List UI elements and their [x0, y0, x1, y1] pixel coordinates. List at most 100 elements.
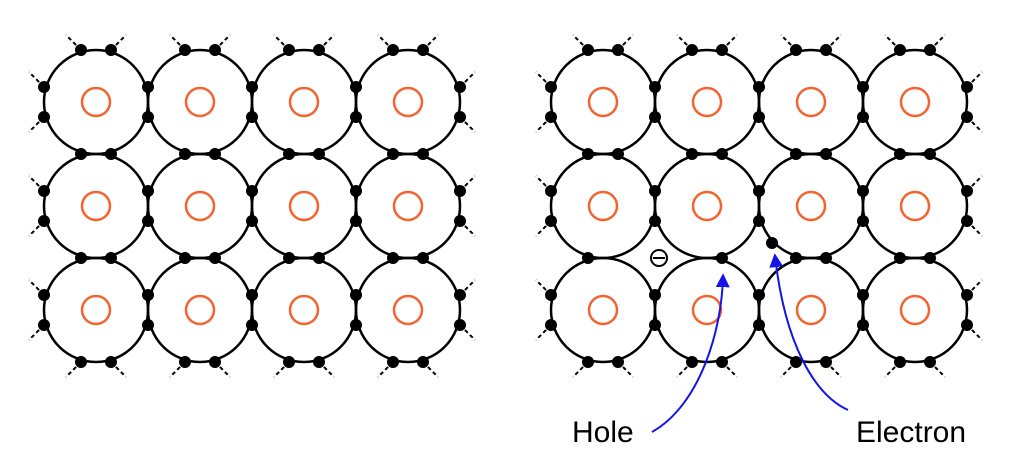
valence-electron	[961, 319, 973, 331]
valence-electron	[716, 148, 728, 160]
valence-electron	[283, 44, 295, 56]
valence-electron	[649, 81, 661, 93]
valence-electron	[790, 252, 802, 264]
valence-electron	[105, 148, 117, 160]
valence-electron	[105, 252, 117, 264]
valence-electron	[142, 289, 154, 301]
valence-electron	[894, 148, 906, 160]
valence-electron	[38, 111, 50, 123]
valence-electron	[142, 215, 154, 227]
valence-electron	[179, 356, 191, 368]
valence-electron	[246, 81, 258, 93]
hole-label: Hole	[572, 416, 634, 449]
covalent-bond-ring	[757, 48, 865, 156]
valence-electron	[142, 319, 154, 331]
covalent-bond-ring	[861, 48, 969, 156]
valence-electron	[649, 185, 661, 197]
valence-electron	[387, 44, 399, 56]
valence-electron	[894, 356, 906, 368]
valence-electron	[350, 111, 362, 123]
covalent-bond-ring	[549, 256, 657, 364]
covalent-bond-ring	[42, 152, 150, 260]
valence-electron	[417, 356, 429, 368]
valence-electron	[545, 185, 557, 197]
covalent-bond-ring	[250, 256, 358, 364]
valence-electron	[350, 185, 362, 197]
atom-nucleus	[795, 190, 827, 222]
valence-electron	[246, 215, 258, 227]
valence-electron	[387, 148, 399, 160]
valence-electron	[38, 81, 50, 93]
valence-electron	[857, 319, 869, 331]
valence-electron	[961, 215, 973, 227]
valence-electron	[753, 319, 765, 331]
covalent-bond-ring	[861, 256, 969, 364]
covalent-bond-ring	[146, 152, 254, 260]
covalent-bond-ring	[250, 152, 358, 260]
valence-electron	[179, 252, 191, 264]
valence-electron	[246, 289, 258, 301]
valence-electron	[454, 215, 466, 227]
valence-electron	[961, 81, 973, 93]
valence-electron	[894, 44, 906, 56]
valence-electron	[105, 356, 117, 368]
covalent-bond-ring	[757, 256, 865, 364]
valence-electron	[313, 356, 325, 368]
valence-electron	[105, 44, 117, 56]
valence-electron	[790, 356, 802, 368]
valence-electron	[246, 319, 258, 331]
valence-electron	[454, 111, 466, 123]
valence-electron	[924, 252, 936, 264]
valence-electron	[857, 289, 869, 301]
valence-electron	[924, 148, 936, 160]
valence-electron	[820, 252, 832, 264]
valence-electron	[38, 319, 50, 331]
valence-electron	[454, 289, 466, 301]
covalent-bond-ring	[861, 152, 969, 260]
valence-electron	[790, 44, 802, 56]
valence-electron	[686, 44, 698, 56]
covalent-bond-ring	[549, 152, 657, 260]
atom-nucleus	[899, 86, 931, 118]
valence-electron	[179, 148, 191, 160]
covalent-bond-ring	[549, 48, 657, 156]
valence-electron	[142, 81, 154, 93]
valence-electron	[961, 289, 973, 301]
valence-electron	[454, 319, 466, 331]
atom-nucleus	[899, 190, 931, 222]
covalent-bond-ring	[653, 256, 761, 364]
valence-electron	[582, 252, 594, 264]
valence-electron	[313, 44, 325, 56]
valence-electron	[75, 44, 87, 56]
atom-nucleus	[795, 294, 827, 326]
valence-electron	[350, 289, 362, 301]
hole-annotation: Hole	[572, 273, 730, 449]
valence-electron	[283, 148, 295, 160]
valence-electron	[716, 252, 728, 264]
valence-electron	[649, 319, 661, 331]
valence-electron	[716, 44, 728, 56]
valence-electron	[545, 319, 557, 331]
hole-arrow	[651, 273, 730, 433]
valence-electron	[246, 111, 258, 123]
atom-nucleus	[795, 86, 827, 118]
valence-electron	[753, 111, 765, 123]
valence-electron	[209, 44, 221, 56]
valence-electron	[753, 185, 765, 197]
valence-electron	[387, 356, 399, 368]
valence-electron	[454, 185, 466, 197]
valence-electron	[313, 148, 325, 160]
electron-label: Electron	[856, 416, 966, 449]
atom-nucleus	[691, 294, 723, 326]
valence-electron	[716, 356, 728, 368]
atom-nucleus	[691, 190, 723, 222]
covalent-bond-ring	[354, 152, 462, 260]
valence-electron	[545, 81, 557, 93]
atom-nucleus	[587, 86, 619, 118]
valence-electron	[38, 289, 50, 301]
valence-electron	[350, 215, 362, 227]
covalent-bond-ring	[146, 256, 254, 364]
covalent-bond-ring	[250, 48, 358, 156]
atom-nucleus	[80, 294, 112, 326]
valence-electron	[209, 148, 221, 160]
